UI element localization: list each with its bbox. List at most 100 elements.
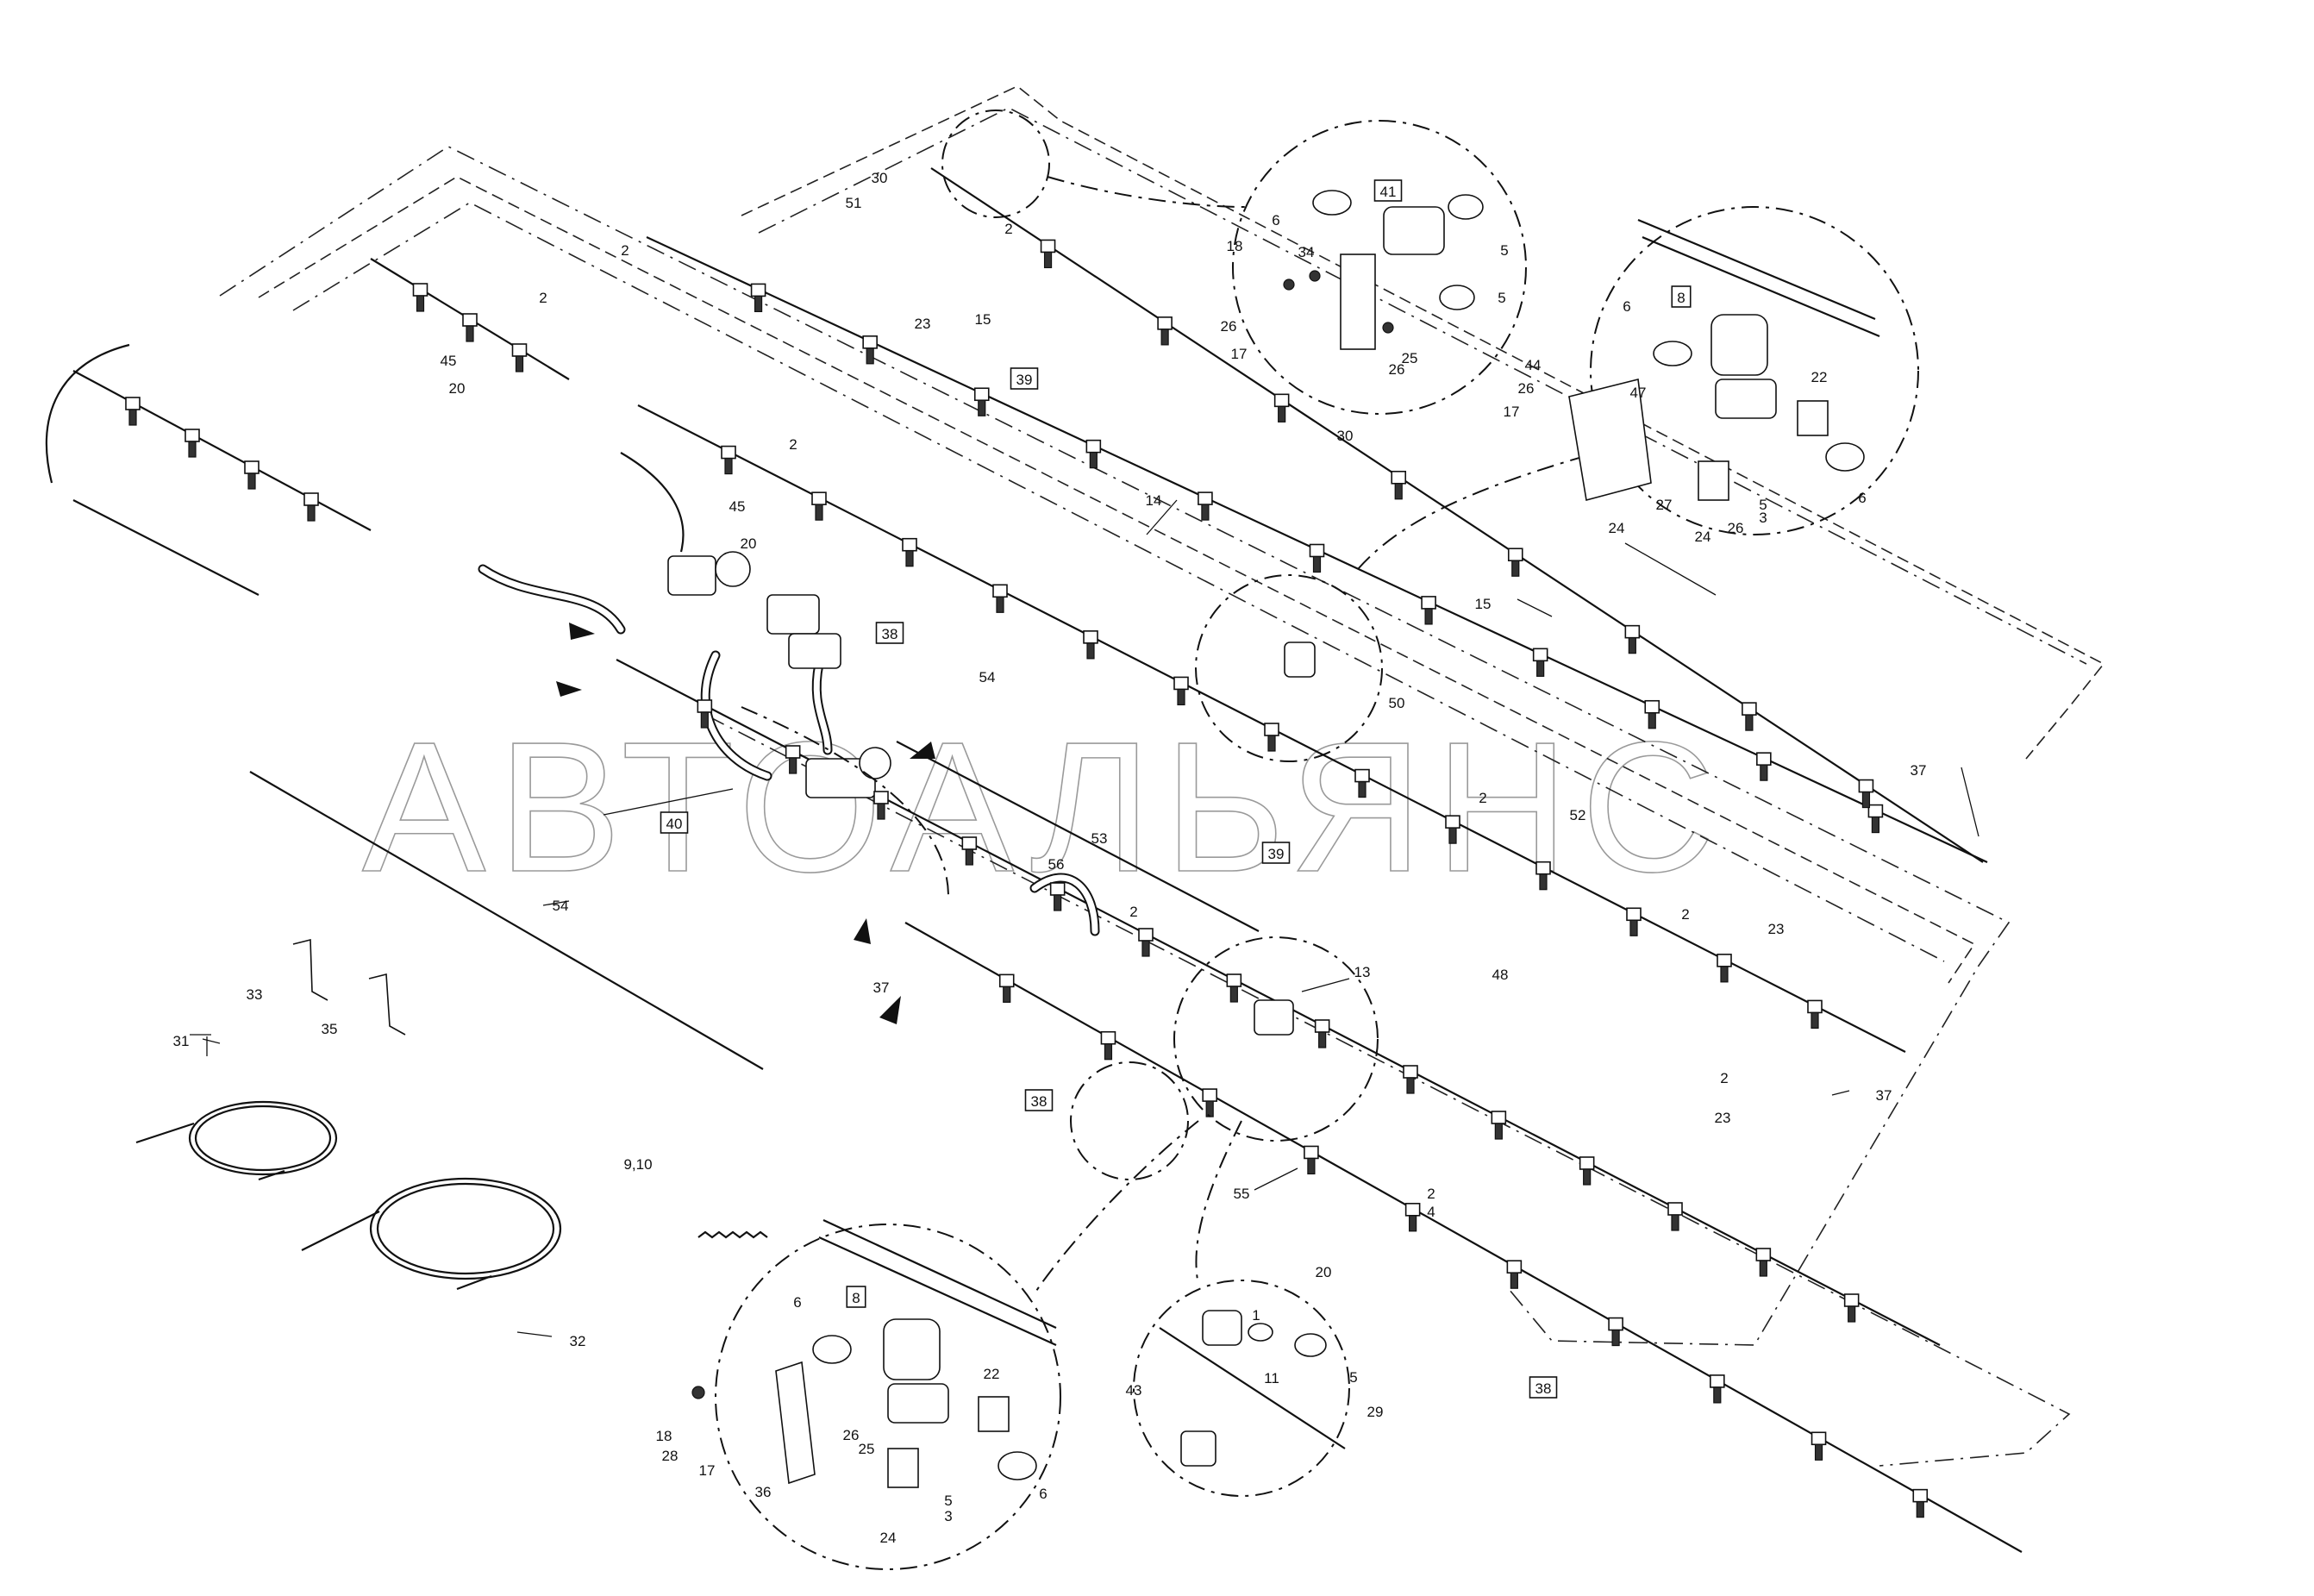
flow-arrows (556, 623, 935, 1024)
coil-32-b (376, 1182, 555, 1275)
nozzle-fitting (1404, 1203, 1421, 1232)
part-label: 23 (915, 316, 931, 332)
part-label: 44 (1525, 357, 1542, 373)
part-label-frame (1010, 367, 1039, 390)
part-label-text: 17 (699, 1462, 716, 1479)
nozzle-fitting (1173, 676, 1189, 706)
part-label-frame (875, 622, 904, 644)
part-label: 26 (1389, 361, 1405, 378)
part-label-text: 2 (1720, 1070, 1728, 1086)
nozzle-fitting (811, 491, 827, 521)
detail-1-bolt-c (1382, 322, 1394, 334)
part-label-text: 38 (1031, 1093, 1048, 1110)
part-label-text: 8 (852, 1290, 860, 1306)
part-label: 24 (1695, 529, 1711, 545)
part-label-text: 26 (1728, 520, 1744, 536)
part-label: 55 (1234, 1186, 1250, 1202)
nozzle-fitting (998, 973, 1015, 1003)
part-label: 17 (1504, 404, 1520, 420)
part-label: 4 (1427, 1204, 1435, 1220)
nozzle-fitting (412, 283, 428, 312)
part-label-text: 5 (1498, 290, 1505, 306)
nozzle-fitting (1532, 648, 1548, 677)
part-label: 18 (1227, 238, 1243, 254)
part-label-text: 31 (173, 1033, 190, 1049)
part-label-text: 5 (1759, 497, 1767, 513)
nozzle-fitting (303, 492, 319, 522)
detail-3-valve (887, 1383, 949, 1424)
spring-9-10 (697, 1230, 768, 1239)
part-label-text: 32 (570, 1333, 586, 1349)
part-label: 17 (1231, 346, 1248, 362)
part-label-text: 37 (1876, 1087, 1892, 1104)
part-label-text: 9,10 (623, 1156, 652, 1173)
nozzle-fitting (1755, 1248, 1772, 1277)
part-label: 2 (1004, 221, 1012, 237)
part-label-boxed: 40 (660, 811, 689, 834)
detail-leader-3 (1195, 1120, 1242, 1286)
part-label-text: 5 (1349, 1369, 1357, 1386)
part-label-text: 2 (1004, 221, 1012, 237)
valve-motor-2 (859, 747, 891, 779)
part-label: 29 (1367, 1404, 1384, 1420)
nozzle-fitting (1912, 1488, 1929, 1518)
part-label: 2 (1129, 904, 1137, 920)
nozzle-fittings (125, 239, 1929, 1518)
part-label: 47 (1630, 385, 1647, 401)
nozzle-fitting (1273, 393, 1290, 422)
detail-circle-small-2 (1070, 1061, 1189, 1180)
part-label-text: 54 (553, 898, 569, 914)
valve-block (667, 551, 1316, 1036)
part-label: 26 (1728, 520, 1744, 536)
part-label: 45 (441, 353, 457, 369)
part-label-text: 6 (1272, 212, 1279, 228)
part-label: 15 (1475, 596, 1492, 612)
part-label-text: 24 (1695, 529, 1711, 545)
part-label: 3 (944, 1508, 952, 1524)
detail-1-bolt-b (1309, 270, 1321, 282)
part-label: 11 (1264, 1370, 1279, 1386)
valve-motor-1 (715, 551, 751, 587)
nozzle-fitting (1858, 779, 1874, 809)
part-label: 54 (553, 898, 569, 914)
detail-circle-lower-mid (1173, 936, 1379, 1142)
part-label: 2 (1681, 906, 1689, 923)
part-label-boxed: 39 (1261, 842, 1291, 864)
part-label-text: 3 (944, 1508, 952, 1524)
detail-3-clamp-b (998, 1451, 1037, 1480)
nozzle-fitting (1421, 596, 1436, 625)
nozzle-fitting (244, 460, 260, 490)
detail-1-valve (1383, 206, 1445, 255)
nozzle-fitting (1354, 768, 1370, 798)
nozzle-fitting (1085, 439, 1102, 469)
part-label-text: 50 (1389, 695, 1405, 711)
part-label-text: 38 (882, 626, 898, 642)
part-label-text: 36 (755, 1484, 772, 1500)
detail-4-fitting-b (1294, 1333, 1327, 1357)
part-label-text: 2 (789, 436, 797, 453)
part-label-frame (1261, 842, 1291, 864)
nozzle-fitting (1811, 1431, 1827, 1461)
part-label-text: 25 (1402, 350, 1418, 366)
part-label: 48 (1492, 967, 1509, 983)
part-label: 30 (1337, 428, 1354, 444)
part-label-text: 39 (1268, 846, 1285, 862)
part-label-frame (660, 811, 689, 834)
part-label: 56 (1048, 856, 1065, 873)
part-label: 54 (979, 669, 996, 685)
part-label-text: 22 (1811, 369, 1828, 385)
part-label: 2 (621, 242, 629, 259)
detail-leader-5 (741, 706, 949, 898)
flow-arrow-1 (569, 623, 595, 640)
part-label-text: 34 (1298, 244, 1315, 260)
part-label-text: 2 (621, 242, 629, 259)
part-label: 5 (1349, 1369, 1357, 1386)
nozzle-fitting (1304, 1145, 1319, 1175)
nozzle-fitting (1506, 1260, 1523, 1289)
part-label: 37 (873, 980, 890, 996)
part-label: 2 (539, 290, 547, 306)
detail-1-clamp-c (1439, 285, 1475, 310)
nozzle-fitting (862, 335, 878, 365)
part-label-text: 30 (872, 170, 888, 186)
